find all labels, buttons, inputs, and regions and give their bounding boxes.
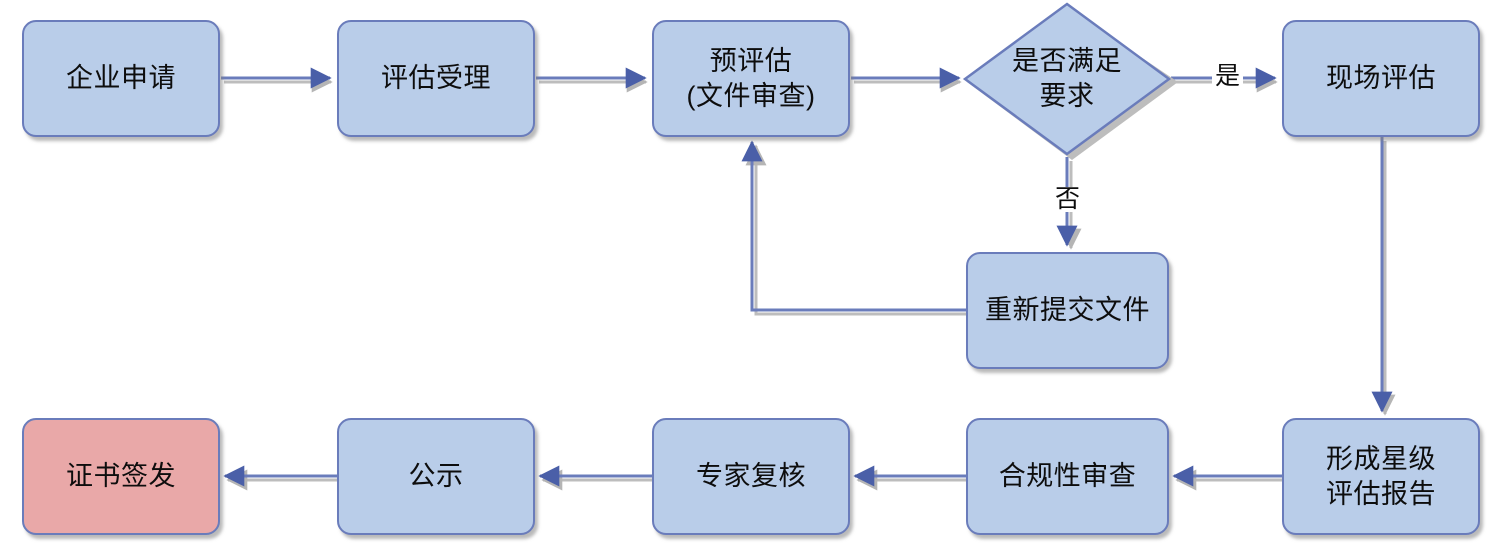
edge-label-no: 否 <box>1052 187 1084 212</box>
node-label: 是否满足 要求 <box>1012 46 1122 111</box>
node-enterprise-application[interactable]: 企业申请 <box>22 20 220 137</box>
node-label: 专家复核 <box>696 461 806 492</box>
node-certificate-issuance[interactable]: 证书签发 <box>22 418 220 535</box>
edge-label-yes: 是 <box>1212 64 1244 89</box>
node-resubmit-documents[interactable]: 重新提交文件 <box>966 252 1169 369</box>
node-label: 现场评估 <box>1326 63 1436 94</box>
node-label: 合规性审查 <box>998 461 1137 492</box>
edge-resubmit-pre <box>741 140 966 312</box>
node-onsite-assessment[interactable]: 现场评估 <box>1282 20 1480 137</box>
decision-shape-is-requirement-met[interactable] <box>962 2 1172 156</box>
node-public-announcement[interactable]: 公示 <box>337 418 535 535</box>
node-pre-assessment-document-review[interactable]: 预评估 (文件审查) <box>652 20 850 137</box>
node-label: 重新提交文件 <box>985 295 1150 326</box>
node-label: 预评估 (文件审查) <box>686 45 816 111</box>
node-star-rating-report[interactable]: 形成星级 评估报告 <box>1282 418 1480 535</box>
node-compliance-review[interactable]: 合规性审查 <box>966 418 1169 535</box>
node-label: 公示 <box>408 461 464 492</box>
edge-shadow-resubmit-pre <box>745 144 969 316</box>
node-label: 形成星级 评估报告 <box>1326 443 1436 509</box>
node-expert-review[interactable]: 专家复核 <box>652 418 850 535</box>
node-label: 评估受理 <box>381 63 491 94</box>
node-assessment-acceptance[interactable]: 评估受理 <box>337 20 535 137</box>
node-label: 企业申请 <box>66 63 176 94</box>
node-is-requirement-met[interactable]: 是否满足 要求 <box>964 3 1170 155</box>
node-label: 证书签发 <box>66 461 176 492</box>
